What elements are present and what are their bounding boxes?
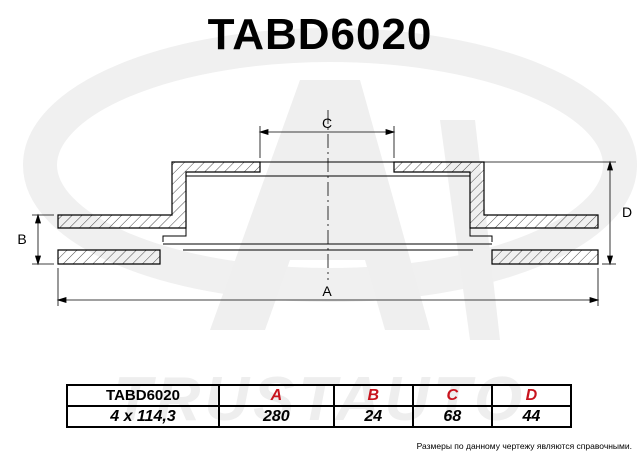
disc-outline bbox=[162, 161, 493, 251]
dimension-d bbox=[476, 160, 616, 266]
label-a: A bbox=[322, 283, 332, 299]
spec-table: TABD6020 A B C D 4 x 114,3 280 24 68 44 bbox=[66, 384, 573, 428]
header-d: D bbox=[490, 384, 573, 407]
reference-note: Размеры по данному чертежу являются спра… bbox=[416, 441, 632, 451]
header-a: A bbox=[218, 384, 335, 407]
header-c: C bbox=[411, 384, 493, 407]
part-number-cell: TABD6020 bbox=[66, 384, 220, 407]
header-b: B bbox=[332, 384, 414, 407]
dimension-c bbox=[258, 126, 396, 158]
label-c: C bbox=[322, 115, 332, 131]
value-a: 280 bbox=[218, 405, 335, 428]
page-title: TABD6020 bbox=[207, 10, 433, 59]
table-header-row: TABD6020 A B C D bbox=[66, 384, 573, 407]
label-d: D bbox=[622, 204, 632, 220]
section-left bbox=[57, 161, 261, 265]
dimension-b bbox=[32, 213, 54, 266]
value-b: 24 bbox=[332, 405, 414, 428]
dimension-a bbox=[56, 268, 600, 306]
bolt-pattern-cell: 4 x 114,3 bbox=[66, 405, 220, 428]
label-b: B bbox=[17, 231, 26, 247]
watermark-logo: TRUSTAUTO bbox=[23, 28, 637, 434]
value-d: 44 bbox=[490, 405, 573, 428]
table-values-row: 4 x 114,3 280 24 68 44 bbox=[66, 405, 573, 428]
value-c: 68 bbox=[411, 405, 493, 428]
section-right bbox=[393, 161, 599, 265]
